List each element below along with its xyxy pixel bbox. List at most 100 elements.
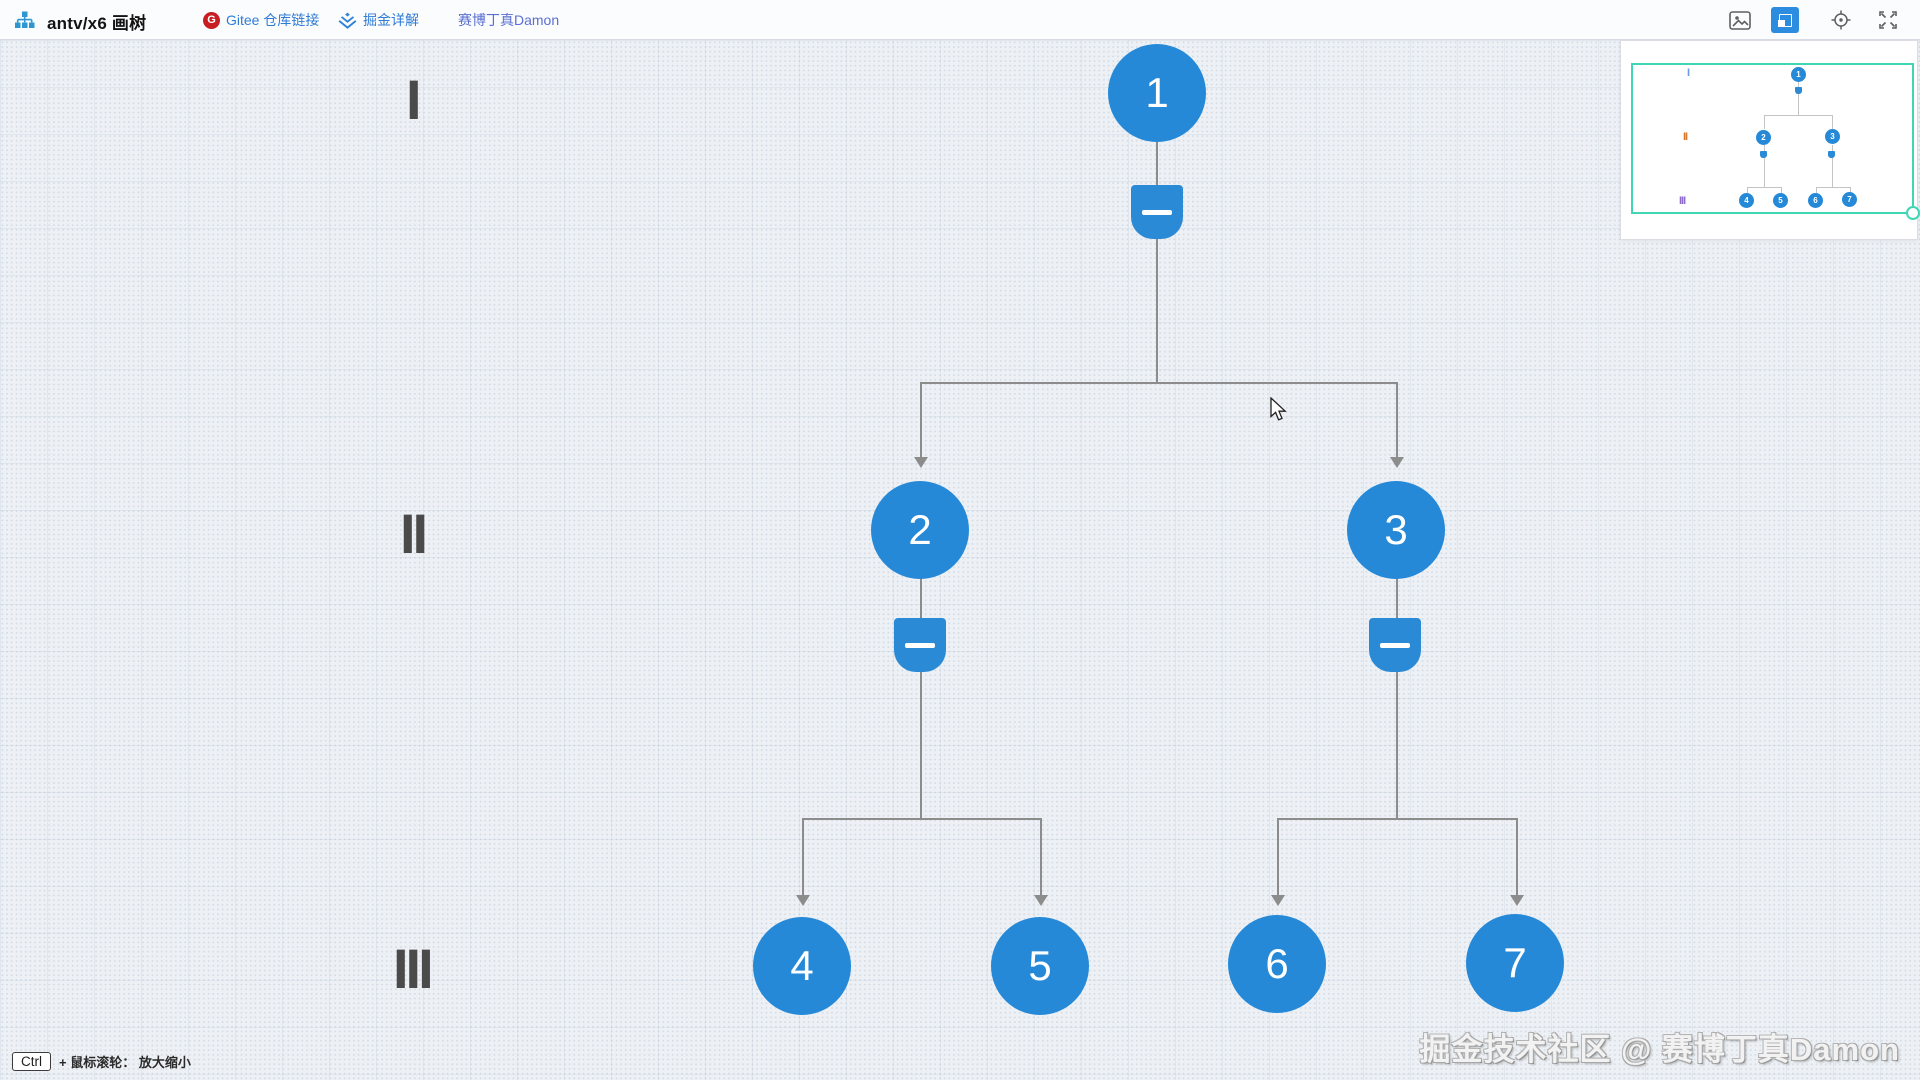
minimap-node-label: 1 [1796, 70, 1801, 79]
edge [1156, 238, 1158, 383]
minus-icon [1380, 642, 1410, 648]
edge [802, 818, 804, 896]
collapse-button-node-3[interactable] [1369, 618, 1421, 672]
minimap-toggle-button[interactable] [1771, 7, 1799, 33]
edge [1396, 382, 1398, 458]
minimap-edge [1764, 115, 1833, 116]
mouse-cursor [1270, 397, 1287, 421]
node-label: 5 [1028, 942, 1052, 989]
author-link-label: 赛博丁真Damon [458, 12, 560, 28]
ctrl-key-badge: Ctrl [12, 1052, 51, 1071]
minimap-node-2: 2 [1756, 130, 1771, 145]
edge [1277, 818, 1279, 896]
node-label: 2 [908, 506, 932, 553]
minimap-edge [1798, 94, 1799, 115]
minimap-level-label-1: I [1687, 67, 1690, 79]
node-label: 6 [1265, 940, 1289, 987]
minimap-node-5: 5 [1773, 193, 1788, 208]
minimap-edge [1781, 187, 1782, 193]
collapse-button-node-2[interactable] [894, 618, 946, 672]
tree-node-5[interactable]: 5 [991, 917, 1089, 1015]
minimap-node-1: 1 [1791, 67, 1806, 82]
top-bar: antv/x6 画树 G Gitee 仓库链接 掘金详解 赛博丁真Damon [0, 0, 1920, 40]
fullscreen-button[interactable] [1874, 7, 1902, 33]
edge [802, 818, 1042, 820]
minimap-node-6: 6 [1808, 193, 1823, 208]
juejin-link-label: 掘金详解 [363, 12, 419, 28]
minimap-edge [1798, 81, 1799, 87]
minimap-icon [1778, 13, 1792, 27]
target-icon [1831, 10, 1851, 30]
gitee-repo-link[interactable]: G Gitee 仓库链接 [203, 0, 319, 40]
center-content-button[interactable] [1827, 7, 1855, 33]
minimap-edge [1816, 187, 1817, 193]
node-label: 7 [1503, 939, 1527, 986]
minimap-node-4: 4 [1739, 193, 1754, 208]
edge-arrowhead [1271, 895, 1285, 906]
juejin-article-link[interactable]: 掘金详解 [338, 0, 419, 40]
minimap-level-label-3: III [1679, 195, 1686, 207]
minimap-level-label-2: II [1683, 131, 1688, 143]
snapshot-button[interactable] [1726, 7, 1754, 33]
edge-arrowhead [1034, 895, 1048, 906]
author-link[interactable]: 赛博丁真Damon [458, 0, 559, 40]
minimap-node-label: 3 [1830, 132, 1835, 141]
minimap-node-3: 3 [1825, 129, 1840, 144]
minimap-panel: I II III 1 [1620, 40, 1920, 240]
edge [920, 382, 922, 458]
minimap-edge [1816, 187, 1850, 188]
minimap-edge [1850, 187, 1851, 193]
tree-node-7[interactable]: 7 [1466, 914, 1564, 1012]
edge-arrowhead [1510, 895, 1524, 906]
minus-icon [1142, 209, 1172, 215]
level-label-3: III [393, 937, 434, 1000]
minimap-collapse-button [1795, 87, 1802, 94]
level-label-1: I [406, 68, 421, 131]
node-label: 3 [1384, 506, 1408, 553]
tree-node-4[interactable]: 4 [753, 917, 851, 1015]
minimap-edge [1747, 187, 1781, 188]
minimap-node-label: 6 [1813, 196, 1818, 205]
minimap-edge [1764, 145, 1765, 151]
org-tree-logo-icon [15, 11, 35, 28]
edge-arrowhead [796, 895, 810, 906]
minimap-node-label: 7 [1847, 195, 1852, 204]
edge [1156, 142, 1158, 186]
node-label: 4 [790, 942, 814, 989]
minimap-node-label: 2 [1761, 133, 1766, 142]
minus-icon [905, 642, 935, 648]
minimap-collapse-button [1828, 151, 1835, 158]
edge-arrowhead [1390, 457, 1404, 468]
minimap-edge [1764, 115, 1765, 129]
edge [920, 578, 922, 619]
minimap-resize-handle[interactable] [1906, 206, 1920, 220]
edge [920, 671, 922, 819]
minimap-edge [1747, 187, 1748, 193]
tree-node-6[interactable]: 6 [1228, 915, 1326, 1013]
minimap-collapse-button [1760, 151, 1767, 158]
brand: antv/x6 画树 [14, 9, 146, 34]
collapse-button-node-1[interactable] [1131, 185, 1183, 239]
tree-node-2[interactable]: 2 [871, 481, 969, 579]
tree-node-3[interactable]: 3 [1347, 481, 1445, 579]
minimap-edge [1832, 145, 1833, 151]
image-icon [1729, 10, 1751, 30]
gitee-icon: G [203, 11, 220, 29]
minimap-viewport[interactable] [1631, 63, 1914, 214]
gitee-link-label: Gitee 仓库链接 [226, 12, 320, 28]
juejin-icon [338, 12, 357, 29]
edge [920, 382, 1398, 384]
minimap-node-7: 7 [1842, 192, 1857, 207]
edge [1396, 671, 1398, 819]
edge-arrowhead [914, 457, 928, 468]
minimap-node-label: 4 [1744, 196, 1749, 205]
graph-canvas[interactable]: I II III 1 2 3 4 [0, 40, 1920, 1080]
minimap-edge [1832, 115, 1833, 129]
edge [1396, 578, 1398, 619]
expand-icon [1879, 11, 1897, 29]
node-label: 1 [1145, 69, 1169, 116]
tree-node-1[interactable]: 1 [1108, 44, 1206, 142]
minimap-node-label: 5 [1778, 196, 1783, 205]
level-label-2: II [400, 502, 428, 565]
